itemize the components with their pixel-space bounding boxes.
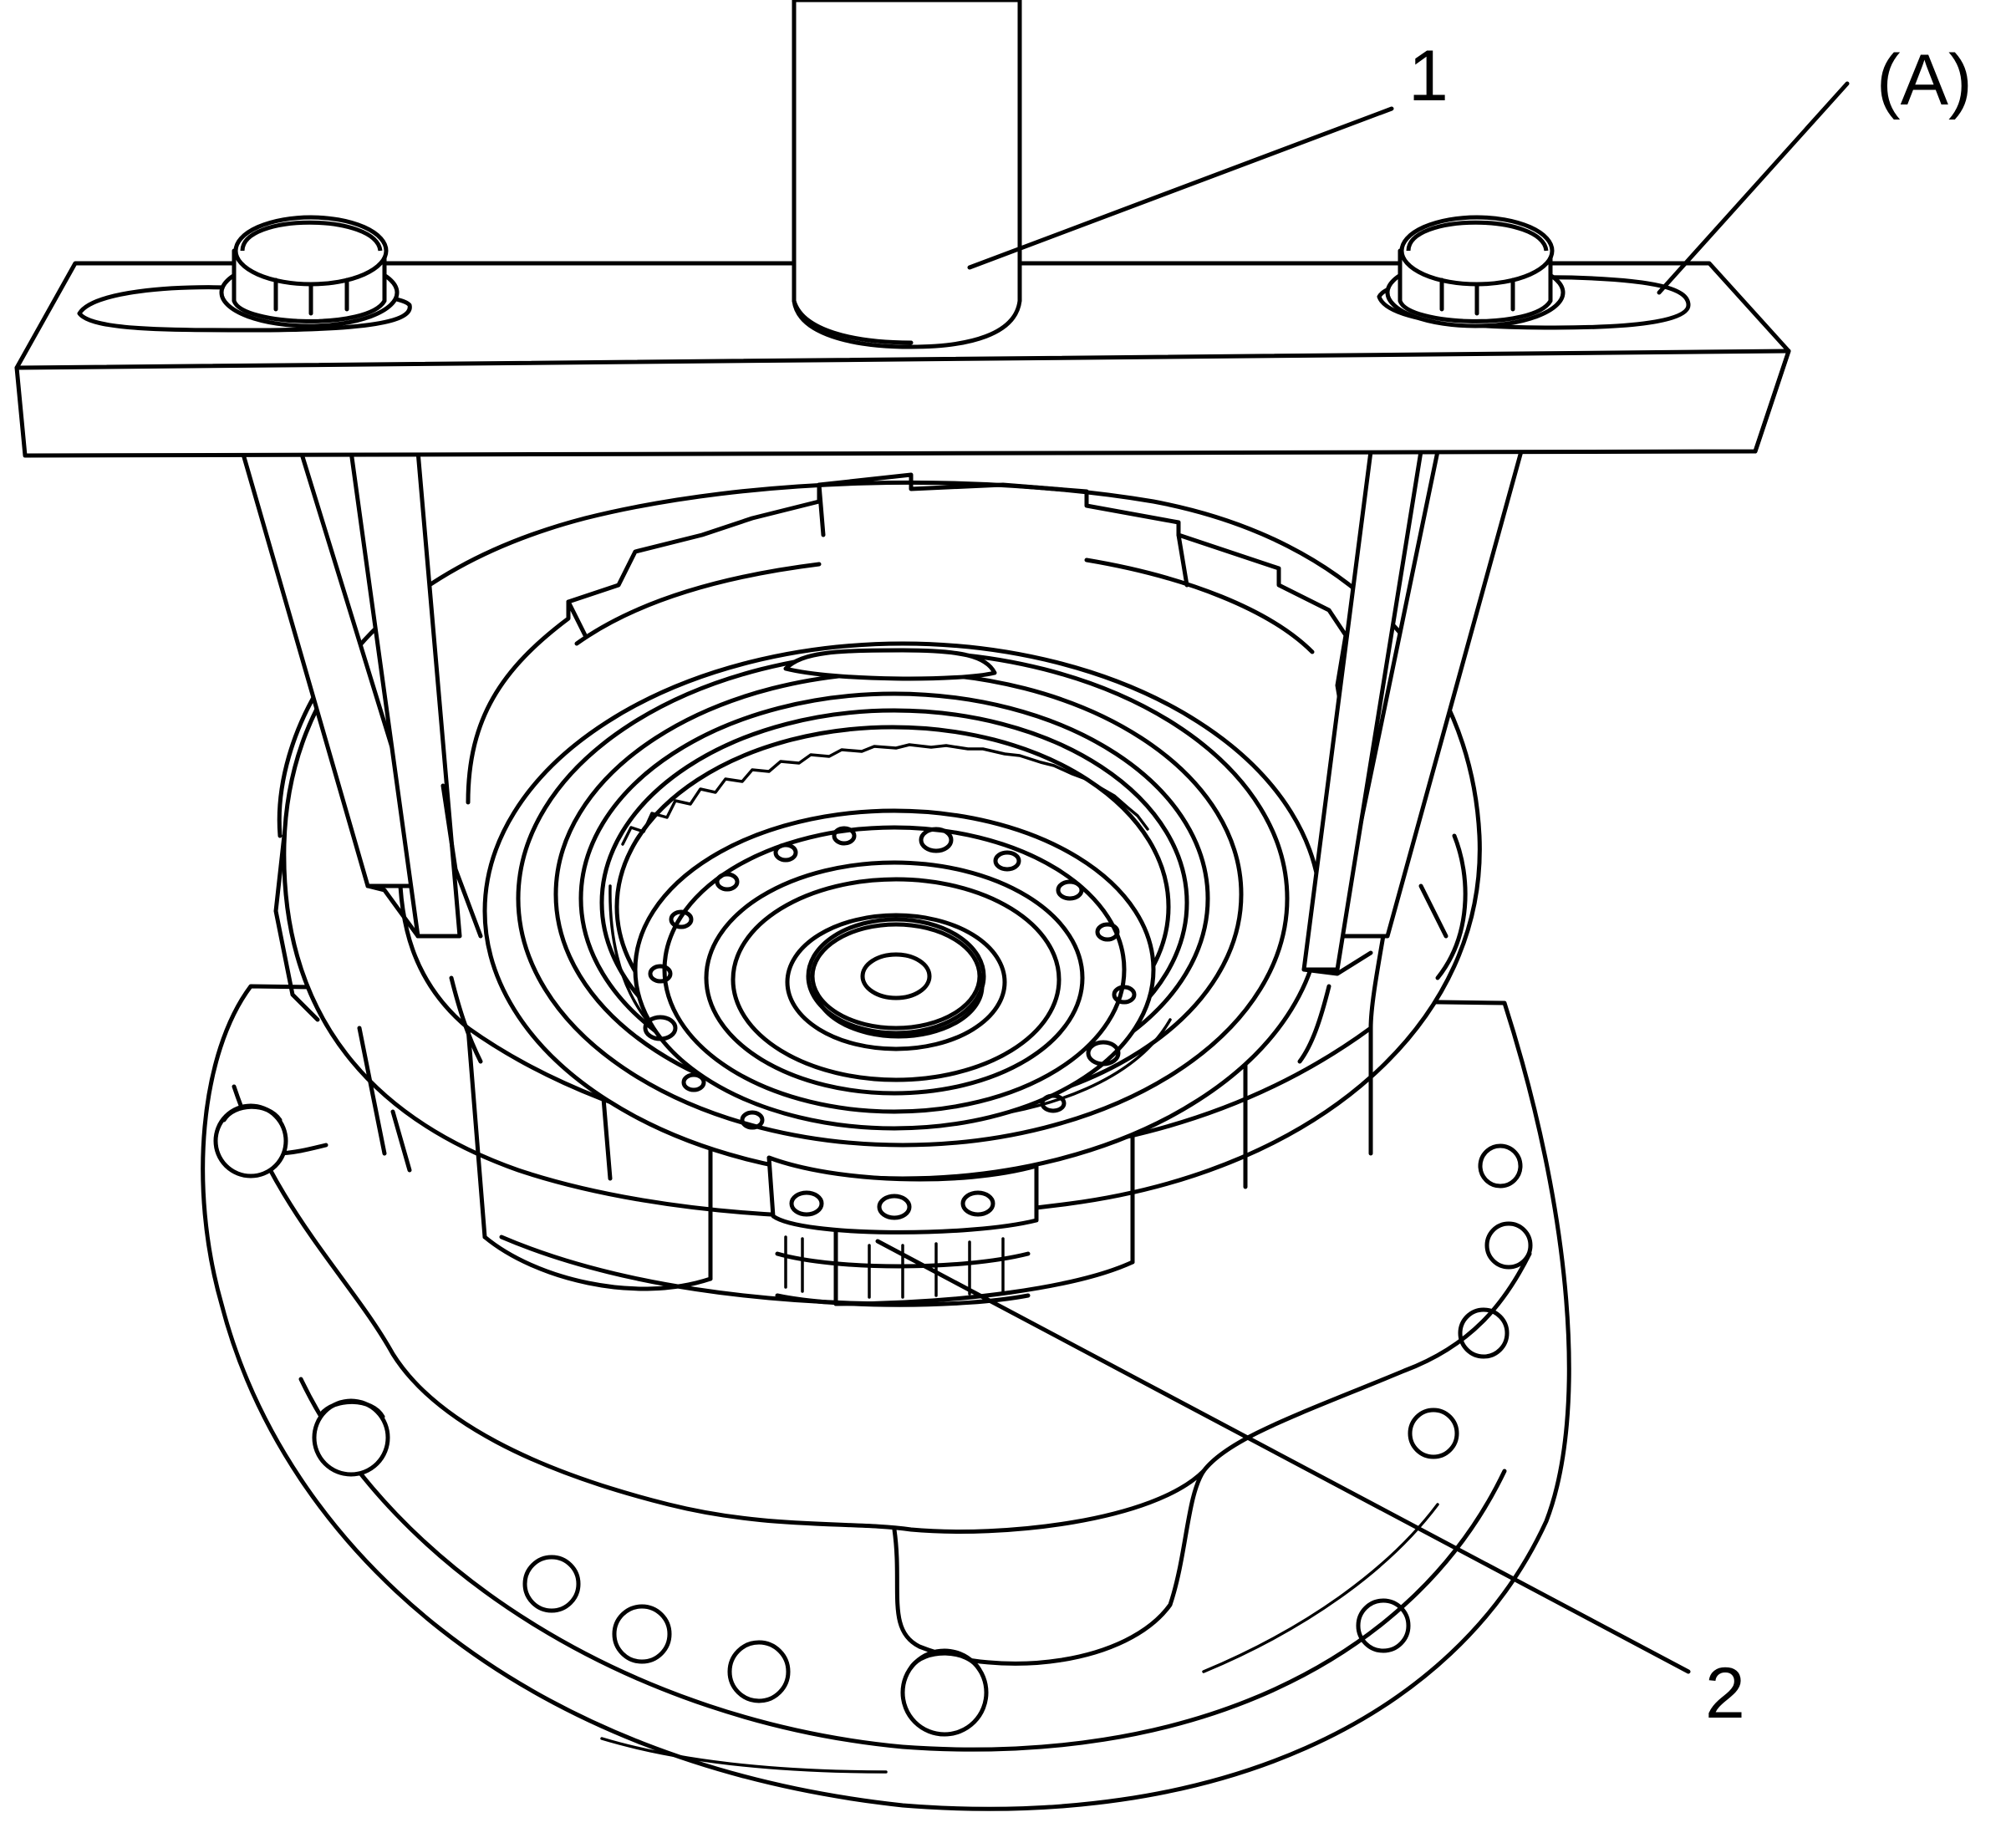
- tool-bolt-right: [1385, 215, 1566, 328]
- upper-snap-ring: [783, 648, 997, 681]
- clutch-pack-tabs: [466, 472, 1348, 805]
- housing-bolt-left: [213, 1103, 288, 1179]
- callout-1: 1: [967, 36, 1448, 270]
- tool-bolt-left: [219, 215, 400, 328]
- carrier-plate-holes: [643, 826, 1137, 1130]
- callout-label-2: 2: [1705, 1653, 1745, 1733]
- housing-holes: [522, 1143, 1533, 1703]
- planetary-carrier-plate: [633, 808, 1156, 1131]
- housing-bolt-lower-left: [312, 1398, 390, 1477]
- special-tool-left-legs: [240, 449, 483, 1064]
- snap-ring-insert: [766, 1155, 1039, 1307]
- press-shaft: [792, 0, 1022, 349]
- callout-label-1: 1: [1408, 36, 1448, 116]
- callout-label-A: (A): [1876, 40, 1973, 120]
- callout-2: 2: [875, 1239, 1745, 1733]
- callout-A: (A): [1657, 40, 1973, 295]
- special-tool-crossbar: [14, 261, 1791, 458]
- housing-bolt-bottom: [900, 1648, 989, 1737]
